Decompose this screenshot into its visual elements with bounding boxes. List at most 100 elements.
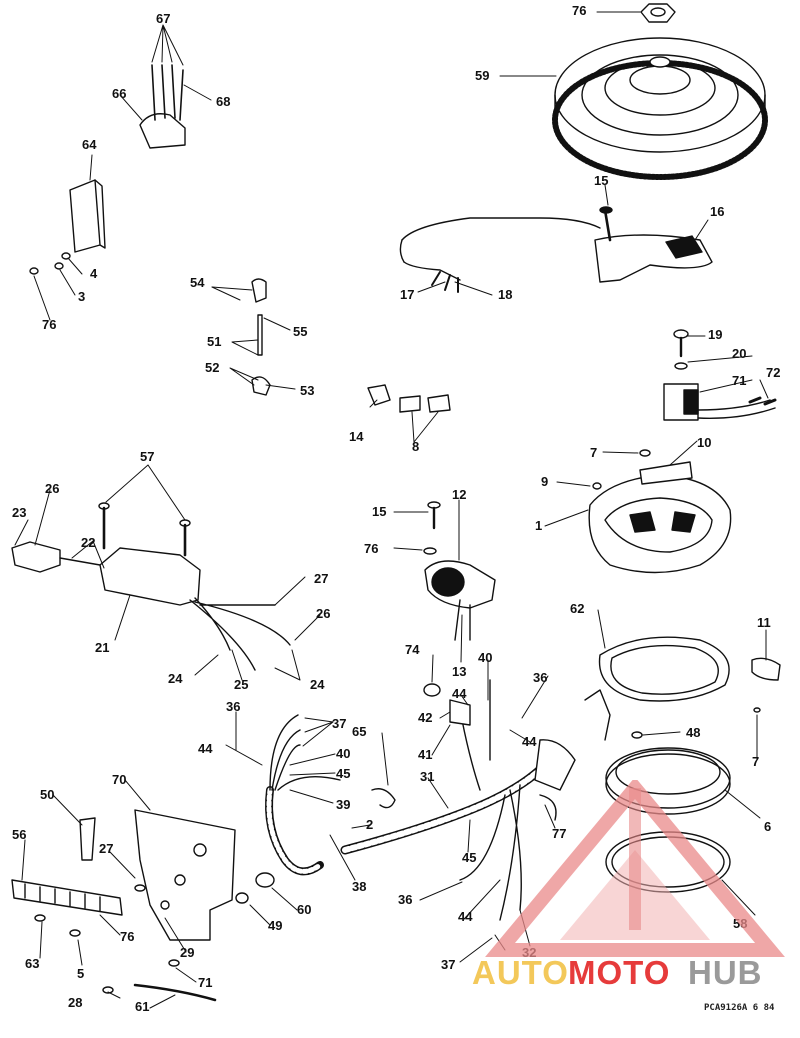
callout-7-top: 7 <box>590 445 598 460</box>
callout-19: 19 <box>708 327 723 342</box>
callout-77: 77 <box>552 826 567 841</box>
callout-41: 40 <box>336 746 351 761</box>
callout-22: 22 <box>81 535 96 550</box>
callout-20: 20 <box>732 346 747 361</box>
callout-59: 60 <box>297 902 312 917</box>
callout-4: 4 <box>90 266 98 281</box>
callout-48: 49 <box>268 918 283 933</box>
callout-45-top: 44 <box>452 686 467 701</box>
callout-36-mid: 36 <box>226 699 241 714</box>
callout-15-top: 15 <box>594 173 609 188</box>
callout-11: 11 <box>757 615 771 630</box>
callout-46: 45 <box>462 850 477 865</box>
callout-32: 29 <box>180 945 195 960</box>
callout-24: 24 <box>310 677 325 692</box>
callout-52: 53 <box>300 383 315 398</box>
power-pack-part <box>29 179 106 275</box>
callout-62: 63 <box>25 956 40 971</box>
grommet-part <box>235 872 275 904</box>
callout-15-mid: 15 <box>372 504 387 519</box>
callout-33: 76 <box>572 3 587 18</box>
callout-55: 56 <box>12 827 27 842</box>
callout-42: 41 <box>418 747 433 762</box>
figure-code: PCA9126A 6 84 <box>704 1003 775 1013</box>
retainer-ring-part <box>584 636 730 741</box>
callout-44-bottom: 44 <box>458 909 473 924</box>
nut-part <box>640 3 676 23</box>
callout-17: 17 <box>400 287 415 302</box>
callout-31: 28 <box>68 995 83 1010</box>
callout-67: 68 <box>216 94 231 109</box>
callout-12: 12 <box>452 487 467 502</box>
small-clip-part <box>79 788 557 861</box>
callout-54: 55 <box>293 324 308 339</box>
callout-3: 3 <box>78 289 86 304</box>
callout-37: 37 <box>441 957 456 972</box>
callout-63: 64 <box>82 137 97 152</box>
callout-76-bottom: 76 <box>120 929 135 944</box>
callout-28: 25 <box>234 677 249 692</box>
spark-plug-boot-part <box>251 278 271 396</box>
charge-coil-part <box>663 329 777 421</box>
clip-part <box>751 657 781 713</box>
mounting-bracket-part <box>134 809 236 941</box>
flywheel-part <box>552 37 768 180</box>
watermark-text-hub: HUB <box>688 954 763 991</box>
callout-5: 5 <box>77 966 85 981</box>
callout-76-left: 76 <box>42 317 57 332</box>
callout-18: 18 <box>498 287 513 302</box>
callout-53: 54 <box>190 275 205 290</box>
callout-2: 2 <box>366 817 374 832</box>
callout-6: 6 <box>764 819 772 834</box>
callout-66: 67 <box>156 11 171 26</box>
callout-45-mid: 45 <box>336 766 351 781</box>
callout-40-top: 40 <box>478 650 493 665</box>
callout-9: 9 <box>541 474 549 489</box>
watermark-text-auto: AUTO <box>472 954 569 991</box>
callout-49: 50 <box>40 787 55 802</box>
callout-25: 26 <box>316 606 331 621</box>
callout-36-right: 36 <box>533 670 548 685</box>
callout-23: 23 <box>12 505 27 520</box>
callout-34: 31 <box>420 769 435 784</box>
solenoid-part <box>139 64 186 149</box>
automotohub-watermark: AUTO MOTO HUB <box>470 780 800 1000</box>
callout-16: 16 <box>710 204 725 219</box>
callout-64: 65 <box>352 724 367 739</box>
callout-29: 26 <box>45 481 60 496</box>
callout-1: 1 <box>535 518 543 533</box>
callout-44-mid: 44 <box>198 741 213 756</box>
callout-50: 51 <box>207 334 222 349</box>
callout-56: 57 <box>140 449 155 464</box>
callout-61: 62 <box>570 601 585 616</box>
connector-part <box>367 384 451 413</box>
callout-76-mid: 76 <box>364 541 379 556</box>
callout-74: 74 <box>405 642 420 657</box>
callout-58: 59 <box>475 68 490 83</box>
callout-8: 8 <box>412 439 420 454</box>
callout-43: 42 <box>418 710 433 725</box>
callout-26: 27 <box>314 571 329 586</box>
callout-10: 10 <box>697 435 712 450</box>
callout-30: 27 <box>99 841 114 856</box>
callout-39: 38 <box>352 879 367 894</box>
terminal-block-part <box>11 879 123 916</box>
callout-36-bottom: 36 <box>398 892 413 907</box>
switch-box-part <box>11 502 291 671</box>
callout-13: 13 <box>452 664 467 679</box>
callout-44-right: 44 <box>522 734 537 749</box>
ignition-coil-part <box>423 501 496 641</box>
stator-assembly-part <box>399 206 713 293</box>
callout-14: 14 <box>349 429 364 444</box>
callout-60: 61 <box>135 999 150 1014</box>
callout-27: 24 <box>168 671 183 686</box>
callout-68: 70 <box>112 772 127 787</box>
callout-21: 21 <box>95 640 110 655</box>
leader-lines <box>14 11 769 1009</box>
wiring-harness-part <box>265 679 576 921</box>
callout-38: 37 <box>332 716 347 731</box>
watermark-triangle-logo <box>485 780 785 957</box>
callout-71: 71 <box>732 373 747 388</box>
